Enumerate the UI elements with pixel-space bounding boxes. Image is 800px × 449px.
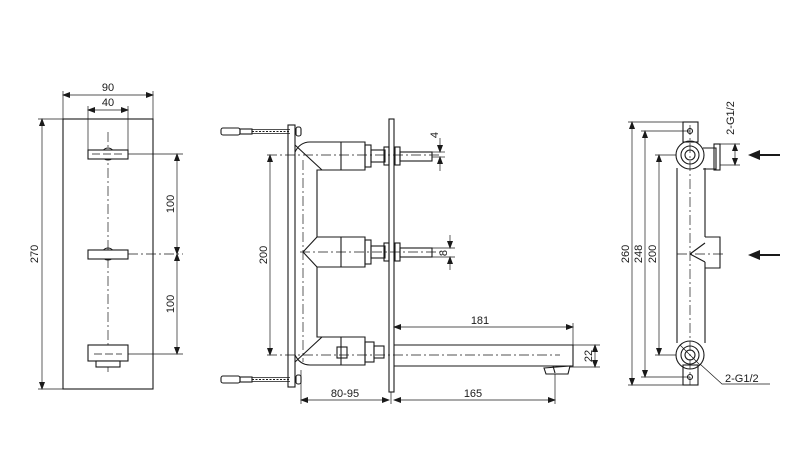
dim-spout-height: 22: [583, 350, 595, 362]
dim-spout-length: 181: [471, 315, 489, 327]
dim-overall-width: 90: [102, 82, 114, 94]
dim-stem-top: 4: [429, 132, 441, 138]
dim-body-overall-height: 260: [620, 245, 632, 263]
stem-top: [399, 151, 433, 162]
mounting-bracket: [287, 124, 296, 388]
dim-thread-bottom: 2-G1/2: [725, 373, 759, 385]
wall-anchor-bottom: [220, 374, 302, 385]
dim-handle-width: 40: [102, 97, 114, 109]
stem-middle: [399, 247, 433, 258]
flow-arrow-top-icon: [748, 150, 780, 160]
lug-bottom: [682, 364, 699, 386]
side-view: 200 4 8 181 22 80-95 165: [220, 118, 600, 404]
wall-anchor-top: [220, 126, 302, 137]
dim-wall-depth: 80-95: [331, 388, 359, 400]
dim-mounting-height: 248: [633, 245, 645, 263]
body-view: 260 248 200 2-G1/2 2-G1/2: [620, 101, 780, 386]
spout: [394, 344, 574, 367]
wall-plate: [388, 118, 395, 393]
dim-spout-reach: 165: [464, 388, 482, 400]
dim-thread-top: 2-G1/2: [725, 101, 737, 135]
dim-spacing-upper: 100: [165, 195, 177, 213]
dim-overall-height: 270: [29, 245, 41, 263]
dim-body-centre-distance: 200: [647, 245, 659, 263]
handle-top: [87, 147, 129, 161]
dim-spacing-lower: 100: [165, 295, 177, 313]
spout-outlet: [87, 344, 129, 368]
flow-arrow-middle-icon: [748, 250, 780, 260]
handle-middle: [87, 247, 129, 261]
front-view: 90 40 270 100 100: [29, 82, 183, 390]
dim-stem-middle: 8: [438, 250, 450, 256]
dim-centre-distance: 200: [258, 246, 270, 264]
valve-body: [294, 141, 366, 366]
lug-top: [682, 121, 699, 143]
